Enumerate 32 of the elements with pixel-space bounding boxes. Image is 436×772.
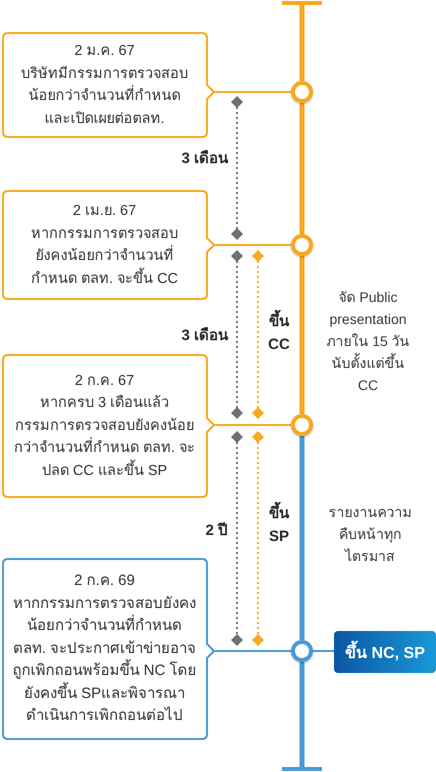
date-text: 2 ก.ค. 69 bbox=[74, 571, 135, 592]
timeline-marker bbox=[291, 640, 313, 662]
timeline-marker bbox=[291, 81, 313, 103]
callout-text: หากครบ 3 เดือนแล้วกรรมการตรวจสอบยังคงน้อยกว่าจำนวนที่กำหนด ตลท. จะปลด CC และขึ้น SP bbox=[12, 394, 196, 481]
date-text: 2 เม.ย. 67 bbox=[72, 202, 136, 221]
note-text: จัด Public presentation ภายใน 15 วัน นับตั้งแต่ขึ้น CC bbox=[325, 288, 411, 395]
callout-text: หากกรรมการตรวจสอบยังคงน้อยกว่าจำนวนที่กำหนด ตลท. จะขึ้น CC bbox=[30, 224, 180, 288]
callout-box bbox=[2, 32, 215, 138]
connector-line bbox=[313, 650, 334, 652]
status-badge: ขึ้น NC, SP bbox=[334, 631, 436, 673]
timeline-line bbox=[282, 662, 322, 771]
date-text: 2 ก.ค. 67 bbox=[74, 372, 134, 391]
date-text: 2 ม.ค. 67 bbox=[74, 42, 135, 61]
callout-text: หากกรรมการตรวจสอบยังคงน้อยกว่าจำนวนที่กำหนด ตลท. จะประกาศเข้าข่ายอาจถูกเพิกถอนพร้อมขึ้น NC โดยยังคงขึ้น SPและพิจารณาดำเนินการเพิกถอนต่อไป bbox=[12, 594, 198, 726]
duration-label: 2 ปี bbox=[204, 521, 228, 541]
note-text: รายงานความคืบหน้าทุกไตรมาส bbox=[328, 503, 412, 566]
timeline-marker bbox=[291, 234, 313, 256]
callout-box bbox=[2, 558, 215, 740]
callout-text: บริษัทมีกรรมการตรวจสอบน้อยกว่าจำนวนที่กำหนดและเปิดเผยต่อตลท. bbox=[20, 64, 189, 128]
duration-label: 3 เดือน bbox=[180, 326, 228, 346]
connector-line bbox=[215, 650, 291, 652]
timeline-line bbox=[300, 436, 304, 640]
duration-label: ขึ้น SP bbox=[262, 502, 296, 548]
callout-box bbox=[2, 190, 215, 300]
callout-box bbox=[2, 354, 215, 498]
timeline-line bbox=[282, 1, 322, 81]
timeline-line bbox=[300, 103, 304, 234]
timeline-line bbox=[300, 256, 304, 414]
connector-line bbox=[215, 91, 291, 93]
timeline-marker bbox=[291, 414, 313, 436]
duration-label: ขึ้น CC bbox=[262, 310, 296, 356]
duration-label: 3 เดือน bbox=[180, 149, 228, 169]
